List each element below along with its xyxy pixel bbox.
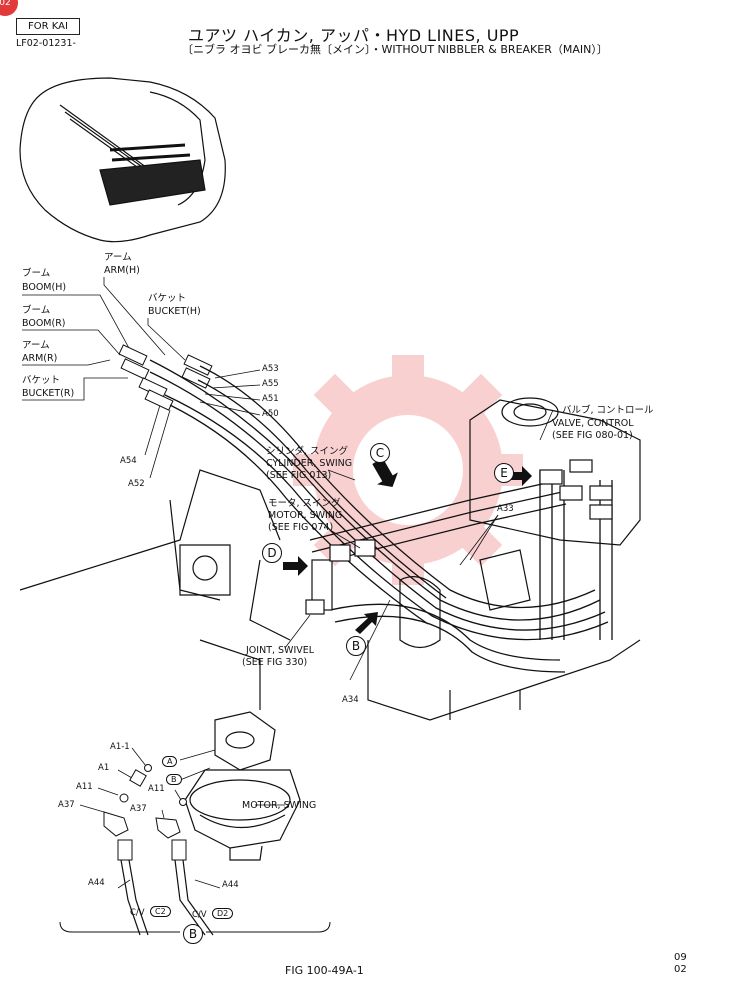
- ref-a50: A50: [262, 409, 279, 419]
- detail-bracket: [59, 921, 331, 933]
- label-bucket-h-jp: バケット: [148, 293, 187, 304]
- swing-motor-label: MOTOR, SWING: [268, 510, 343, 521]
- ref-a54: A54: [120, 456, 137, 466]
- figure-number: FIG 100-49A-1: [285, 964, 364, 977]
- detail-motor-label: MOTOR, SWING: [242, 800, 317, 811]
- detail-leaders: [79, 747, 285, 889]
- page-number-top: 09: [674, 952, 687, 963]
- diagram-title: ユアツ ハイカン, アッパ・HYD LINES, UPP: [188, 26, 520, 45]
- ref-a33: A33: [497, 504, 514, 514]
- page-corner-badge: 02: [0, 0, 18, 16]
- ref-a11-left: A11: [76, 782, 93, 792]
- upper-frame: [19, 469, 641, 721]
- cv-right-port-tag: D2: [212, 908, 234, 919]
- ref-a51: A51: [262, 394, 279, 404]
- port-tag-a: A: [162, 756, 178, 767]
- detail-b-marker: B: [183, 924, 203, 944]
- view-d-marker: D: [262, 543, 282, 563]
- swing-cylinder-label-jp: シリンダ, スイング: [266, 446, 349, 457]
- view-arrows: [283, 458, 532, 634]
- ref-a44-left: A44: [88, 878, 105, 888]
- ref-a1-1: A1-1: [110, 742, 130, 752]
- ref-a44-right: A44: [222, 880, 239, 890]
- label-boom-h: BOOM(H): [22, 282, 67, 293]
- valve-label: VALVE, CONTROL: [552, 418, 634, 429]
- swing-motor-label-jp: モータ, スイング: [268, 498, 341, 509]
- label-boom-r: BOOM(R): [22, 318, 66, 329]
- label-boom-r-jp: ブーム: [22, 305, 51, 316]
- view-e-marker: E: [494, 463, 514, 483]
- cv-right-label: C/V: [192, 910, 207, 920]
- view-c-marker: C: [370, 443, 390, 463]
- swivel-joint-label: JOINT, SWIVEL: [246, 645, 315, 656]
- swing-cylinder-label: CYLINDER, SWING: [266, 458, 353, 469]
- page-number-bottom: 02: [674, 964, 687, 975]
- label-arm-h-jp: アーム: [104, 252, 132, 263]
- ref-a53: A53: [262, 364, 279, 374]
- label-arm-r: ARM(R): [22, 353, 58, 364]
- ref-a55: A55: [262, 379, 279, 389]
- label-bucket-r-jp: バケット: [22, 375, 61, 386]
- ref-a34: A34: [342, 695, 359, 705]
- page-number: 09 02: [674, 952, 687, 976]
- swivel-joint-ref: (SEE FIG 330): [242, 657, 308, 668]
- hose-fittings: [118, 344, 213, 411]
- control-valve: [469, 397, 641, 546]
- label-bucket-r: BUCKET(R): [22, 388, 75, 399]
- swivel-joint: [305, 539, 376, 615]
- ref-a37-right: A37: [130, 804, 147, 814]
- machine-inset: [19, 77, 226, 243]
- callout-leaders: [284, 409, 554, 681]
- detail-hoses: [120, 859, 214, 936]
- view-b-marker: B: [346, 636, 366, 656]
- detail-fittings: [103, 764, 187, 861]
- watermark-gear: [293, 355, 523, 585]
- label-arm-h: ARM(H): [104, 265, 140, 276]
- swing-motor-ref: (SEE FIG 074): [268, 522, 334, 533]
- part-code: LF02-01231-: [16, 38, 76, 49]
- valve-label-jp: バルブ, コントロール: [562, 405, 654, 416]
- hydraulic-hose-bundle: [149, 359, 613, 673]
- cv-left-port-tag: C2: [150, 906, 171, 917]
- diagram-subtitle: 〔ニブラ オヨビ ブレーカ無〔メイン〕・WITHOUT NIBBLER & BR…: [182, 43, 608, 56]
- label-bucket-h: BUCKET(H): [148, 306, 201, 317]
- ref-a11-right: A11: [148, 784, 165, 794]
- ref-a37-left: A37: [58, 800, 75, 810]
- ref-a52: A52: [128, 479, 145, 489]
- label-leaders: [22, 277, 261, 479]
- ref-a1: A1: [98, 763, 110, 773]
- for-kai-tag: FOR KAI: [16, 18, 80, 35]
- label-arm-r-jp: アーム: [22, 340, 50, 351]
- swing-cylinder-ref: (SEE FIG 013): [266, 470, 332, 481]
- label-boom-h-jp: ブーム: [22, 268, 51, 279]
- swing-motor-detail: [184, 711, 301, 861]
- port-tag-b: B: [166, 774, 182, 785]
- cv-left-label: C/V: [130, 908, 145, 918]
- valve-ref: (SEE FIG 080-01): [552, 430, 633, 441]
